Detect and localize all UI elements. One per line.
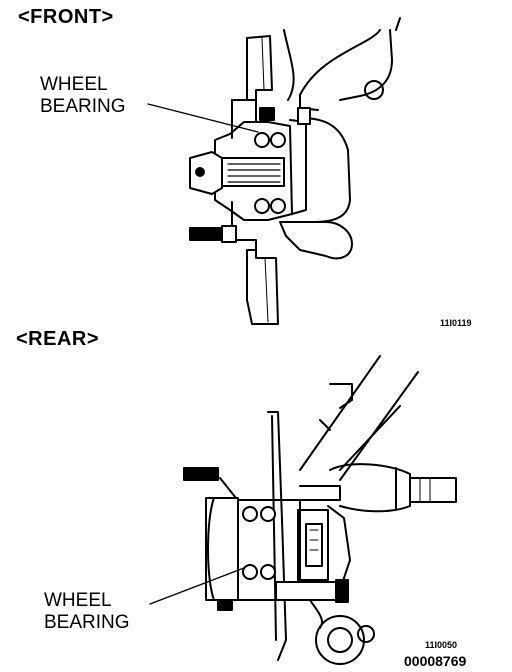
document-reference-number: 00008769 [404,653,467,669]
front-callout-line-1: WHEEL [40,74,108,95]
rear-section-title: <REAR> [16,328,100,350]
front-section-title: <FRONT> [18,6,114,28]
front-figure-code: 11I0119 [440,318,472,328]
rear-callout-line-1: WHEEL [44,590,112,611]
rear-hub-drum [183,467,351,611]
front-callout-leader [147,103,259,133]
front-bearing-balls [254,132,286,214]
rear-bushing [315,615,365,665]
front-hub-nut [189,151,223,195]
rear-callout-line-2: BEARING [44,612,130,633]
front-drive-shaft-splines [227,163,281,183]
rear-wheel-stud-lower [217,599,233,611]
front-callout-label: WHEEL BEARING [40,74,126,118]
front-callout-line-2: BEARING [40,96,126,117]
front-upper-bolt [259,107,275,121]
rear-bearing-balls [242,506,276,580]
rear-callout-leader [149,567,245,605]
rear-figure-code: 11I0050 [425,640,458,650]
rear-callout-label: WHEEL BEARING [44,590,130,634]
rear-wheel-stud-upper [183,467,219,481]
rear-backing-plate [267,411,287,661]
front-hub-assembly [189,99,311,251]
rear-trailing-arm [299,355,457,513]
